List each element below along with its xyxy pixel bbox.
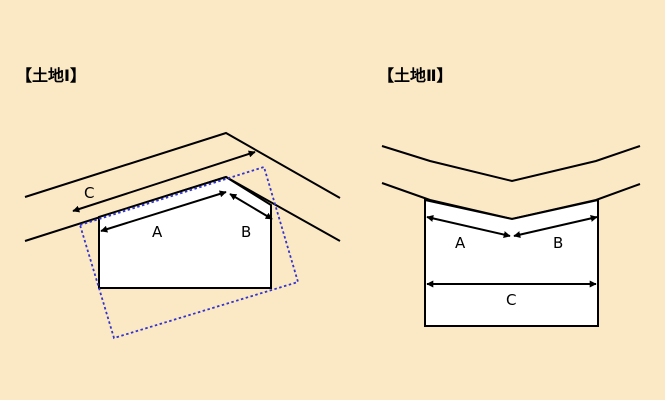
- land-1-diagram: C A B: [24, 131, 341, 340]
- land-2-title: 【土地Ⅱ】: [378, 66, 453, 85]
- land-2-road-upper-line: [381, 145, 641, 183]
- land-1-arrow-b: [229, 193, 273, 220]
- land-1-title: 【土地Ⅰ】: [16, 66, 86, 85]
- land-2-road-lower-line: [381, 182, 641, 221]
- land-2-arrow-b: [513, 214, 598, 239]
- land-1-road-upper-line: [24, 131, 341, 199]
- land-2-label-a: A: [455, 234, 466, 252]
- land-2-label-c: C: [506, 291, 516, 309]
- land-2-arrow-a: [426, 214, 511, 239]
- land-1-arrow-a: [100, 190, 227, 233]
- land-2-label-b: B: [553, 234, 563, 252]
- land-1-label-b: B: [241, 223, 251, 241]
- land-1-label-c: C: [84, 184, 94, 202]
- land-1-label-a: A: [152, 223, 163, 241]
- land-2-diagram: A B C: [381, 145, 641, 327]
